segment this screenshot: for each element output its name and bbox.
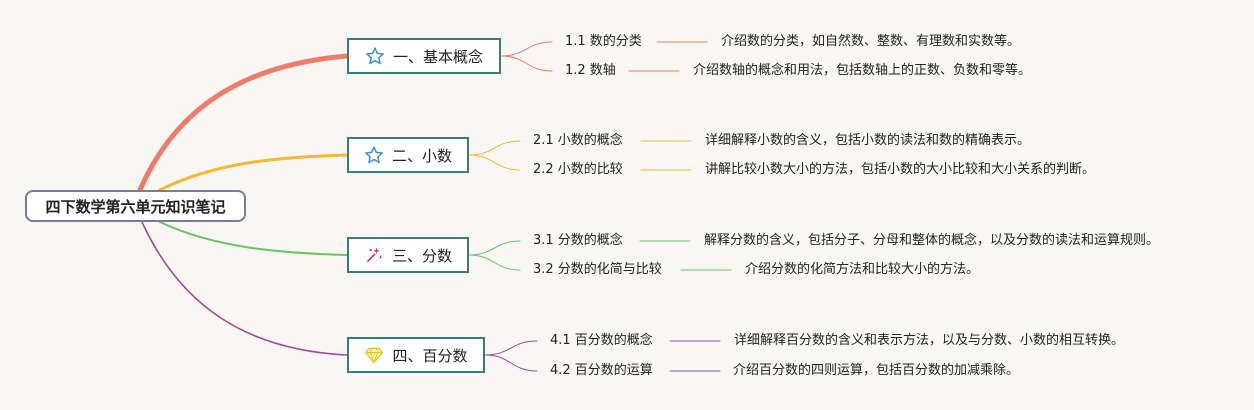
- leaf-3-2[interactable]: 3.2 分数的化简与比较: [533, 262, 662, 277]
- branch-node-1[interactable]: 一、基本概念: [347, 38, 501, 74]
- connector-leaf-2-1: [468, 140, 521, 156]
- leaf-desc-4-1: 详细解释百分数的含义和表示方法，以及与分数、小数的相互转换。: [734, 333, 1125, 348]
- leaf-desc-2-1: 详细解释小数的含义，包括小数的读法和数的精确表示。: [705, 133, 1031, 148]
- sparkle-icon: [364, 245, 384, 265]
- leaf-2-1[interactable]: 2.1 小数的概念: [533, 133, 623, 148]
- connector-leaf-3-2: [468, 254, 521, 271]
- leaf-desc-1-1: 介绍数的分类，如自然数、整数、有理数和实数等。: [721, 34, 1021, 49]
- connector-leaf-4-2: [484, 354, 538, 372]
- leaf-1-1[interactable]: 1.1 数的分类: [565, 34, 642, 49]
- leaf-2-2[interactable]: 2.2 小数的比较: [533, 162, 623, 177]
- branch-label: 二、小数: [391, 146, 452, 165]
- leaf-1-2[interactable]: 1.2 数轴: [565, 63, 616, 78]
- connector-leaf-1-2: [500, 55, 553, 72]
- diamond-icon: [364, 345, 384, 365]
- connector-branch-3: [159, 221, 348, 256]
- branch-node-4[interactable]: 四、百分数: [347, 337, 485, 373]
- branch-label: 一、基本概念: [392, 47, 483, 66]
- connector-leaf-3-1: [468, 240, 521, 256]
- leaf-3-1[interactable]: 3.1 分数的概念: [533, 233, 623, 248]
- root-topic-label: 四下数学第六单元知识笔记: [45, 197, 226, 216]
- connector-leaf-4-1: [484, 340, 538, 356]
- star-icon: [364, 145, 384, 165]
- leaf-desc-1-2: 介绍数轴的概念和用法，包括数轴上的正数、负数和零等。: [693, 63, 1032, 78]
- connector-leaf-2-2: [468, 154, 521, 171]
- branch-node-3[interactable]: 三、分数: [347, 237, 469, 273]
- branch-label: 四、百分数: [392, 346, 468, 365]
- leaf-desc-2-2: 讲解比较小数大小的方法，包括小数的大小比较和大小关系的判断。: [705, 162, 1096, 177]
- star-icon: [365, 46, 385, 66]
- leaf-4-2[interactable]: 4.2 百分数的运算: [550, 363, 653, 378]
- leaf-desc-4-2: 介绍百分数的四则运算，包括百分数的加减乘除。: [733, 363, 1020, 378]
- root-topic[interactable]: 四下数学第六单元知识笔记: [25, 190, 246, 222]
- connector-branch-2: [158, 153, 349, 192]
- connector-branch-4: [141, 221, 348, 356]
- connector-branch-1: [137, 53, 350, 193]
- leaf-desc-3-1: 解释分数的含义，包括分子、分母和整体的概念，以及分数的读法和运算规则。: [704, 233, 1160, 248]
- leaf-desc-3-2: 介绍分数的化简方法和比较大小的方法。: [745, 262, 980, 277]
- connector-leaf-1-1: [500, 41, 553, 57]
- branch-label: 三、分数: [391, 246, 452, 265]
- branch-node-2[interactable]: 二、小数: [347, 137, 469, 173]
- leaf-4-1[interactable]: 4.1 百分数的概念: [550, 333, 653, 348]
